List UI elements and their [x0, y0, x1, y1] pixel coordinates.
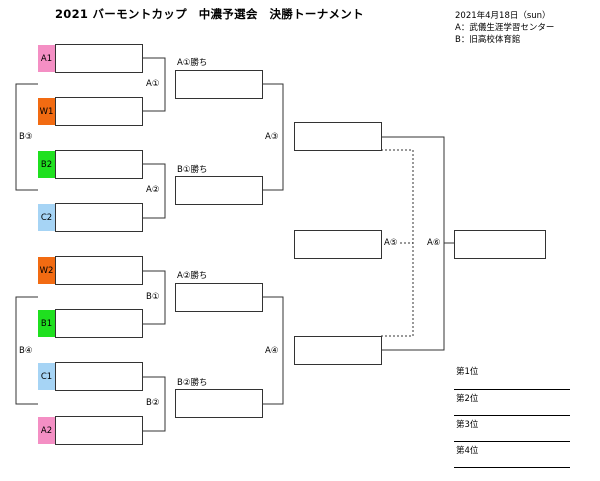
- venue-a: A：武儀生涯学習センター: [455, 23, 555, 33]
- match-label-b2: B②: [146, 398, 160, 408]
- seed-a2: A2: [38, 417, 56, 444]
- team-box-w2: [55, 256, 143, 285]
- team-box-a1-winner: [175, 70, 263, 99]
- seed-b1: B1: [38, 310, 56, 337]
- rank-3-line: [454, 441, 570, 442]
- match-label-b3: B③: [19, 132, 33, 142]
- match-label-a4: A④: [265, 346, 279, 356]
- match-label-a6: A⑥: [427, 238, 441, 248]
- team-box-c2: [55, 203, 143, 232]
- seed-c1: C1: [38, 363, 56, 390]
- team-box-b2-winner: [175, 389, 263, 418]
- team-box-champion: [454, 230, 546, 259]
- rank-1-line: [454, 389, 570, 390]
- match-label-a5: A⑤: [384, 238, 398, 248]
- team-box-w1: [55, 97, 143, 126]
- winner-label-b1: B①勝ち: [177, 165, 208, 175]
- match-label-b1: B①: [146, 292, 160, 302]
- team-box-a5-winner: [294, 230, 382, 259]
- rank-4-line: [454, 467, 570, 468]
- page-title: 2021 バーモントカップ 中濃予選会 決勝トーナメント: [55, 7, 364, 21]
- team-box-b1: [55, 309, 143, 338]
- team-box-c1: [55, 362, 143, 391]
- winner-label-a2: A②勝ち: [177, 271, 208, 281]
- seed-w1: W1: [38, 98, 56, 125]
- match-label-a2: A②: [146, 185, 160, 195]
- match-label-b4: B④: [19, 346, 33, 356]
- rank-2: 第2位: [456, 394, 479, 404]
- seed-b2: B2: [38, 151, 56, 178]
- team-box-a1: [55, 44, 143, 73]
- team-box-a2-winner: [175, 283, 263, 312]
- rank-1: 第1位: [456, 367, 479, 377]
- team-box-a2: [55, 416, 143, 445]
- match-label-a1: A①: [146, 79, 160, 89]
- seed-a1: A1: [38, 45, 56, 72]
- venue-b: B：旧高校体育館: [455, 35, 521, 45]
- seed-c2: C2: [38, 204, 56, 231]
- event-info: 2021年4月18日（sun） A：武儀生涯学習センター B：旧高校体育館: [455, 10, 554, 46]
- event-date: 2021年4月18日（sun）: [455, 11, 551, 21]
- rank-2-line: [454, 415, 570, 416]
- rank-4: 第4位: [456, 446, 479, 456]
- winner-label-b2: B②勝ち: [177, 378, 208, 388]
- winner-label-a1: A①勝ち: [177, 58, 208, 68]
- team-box-b1-winner: [175, 176, 263, 205]
- match-label-a3: A③: [265, 132, 279, 142]
- team-box-b2: [55, 150, 143, 179]
- rank-3: 第3位: [456, 420, 479, 430]
- team-box-a4-winner: [294, 336, 382, 365]
- seed-w2: W2: [38, 257, 56, 284]
- team-box-a3-winner: [294, 122, 382, 151]
